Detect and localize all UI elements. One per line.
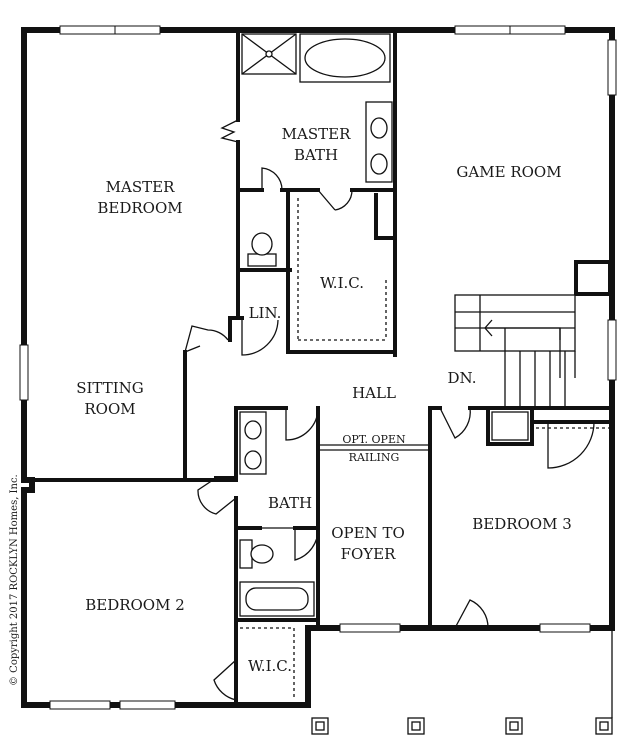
label-stairs-down: DN. [448, 369, 477, 387]
porch-columns [311, 628, 613, 735]
label-hall: HALL [352, 384, 396, 402]
label-sitting-room-2: ROOM [84, 400, 135, 418]
label-open-foyer-1: OPEN TO [331, 524, 405, 542]
label-linen: LIN. [249, 304, 282, 322]
label-railing-1: OPT. OPEN [342, 433, 406, 446]
label-game-room: GAME ROOM [456, 163, 561, 181]
label-master-bedroom-2: BEDROOM [97, 199, 182, 217]
label-master-bath-2: BATH [294, 146, 338, 164]
doors [184, 119, 595, 701]
label-bedroom-3: BEDROOM 3 [472, 515, 572, 533]
label-bedroom-2: BEDROOM 2 [85, 596, 185, 614]
label-bath: BATH [268, 494, 312, 512]
copyright-text: © Copyright 2017 ROCKLYN Homes, Inc. [9, 474, 20, 686]
interior-walls [22, 28, 614, 707]
label-master-bath-1: MASTER [282, 125, 351, 143]
fixtures [239, 33, 610, 700]
label-master-bedroom-1: MASTER [106, 178, 175, 196]
stairs [454, 294, 576, 408]
label-open-foyer-2: FOYER [341, 545, 397, 563]
railing [318, 444, 430, 451]
room-labels: MASTER BEDROOM MASTER BATH GAME ROOM W.I… [76, 125, 572, 675]
label-wic-master: W.I.C. [320, 274, 364, 292]
label-railing-2: RAILING [349, 451, 400, 464]
label-sitting-room-1: SITTING [76, 379, 144, 397]
windows [19, 25, 617, 710]
label-wic-bed2: W.I.C. [248, 657, 292, 675]
